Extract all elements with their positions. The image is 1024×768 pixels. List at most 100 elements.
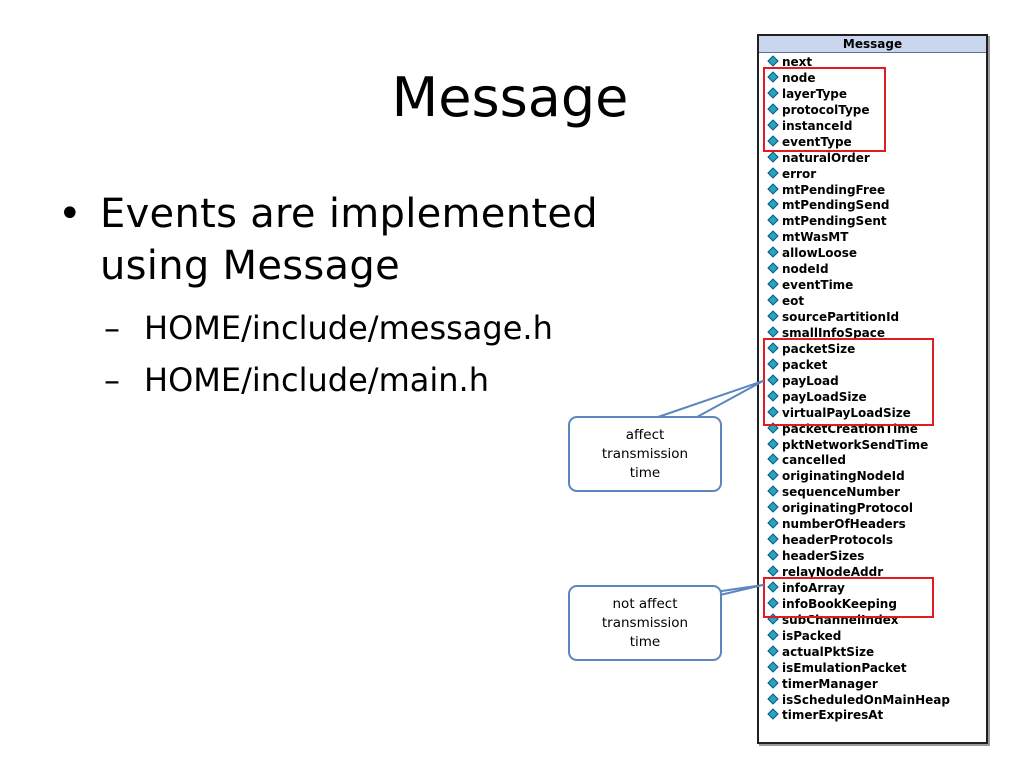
attribute-name: originatingNodeId bbox=[782, 469, 905, 484]
uml-attribute: node bbox=[767, 70, 986, 86]
attribute-name: smallInfoSpace bbox=[782, 325, 886, 340]
uml-attribute: infoArray bbox=[767, 580, 986, 596]
sub-bullet-marker: – bbox=[104, 361, 120, 399]
uml-attribute: cancelled bbox=[767, 452, 986, 468]
sub-bullet-text: HOME/include/message.h bbox=[144, 309, 553, 347]
uml-class-name: Message bbox=[759, 36, 986, 53]
attribute-name: infoBookKeeping bbox=[782, 596, 897, 611]
uml-attribute: protocolType bbox=[767, 102, 986, 118]
attribute-name: payLoad bbox=[782, 373, 839, 388]
uml-attribute: mtPendingSent bbox=[767, 213, 986, 229]
attribute-name: naturalOrder bbox=[782, 150, 870, 165]
callout-not-affect-transmission: not affect transmission time bbox=[568, 585, 722, 661]
uml-attribute: numberOfHeaders bbox=[767, 516, 986, 532]
uml-attribute: actualPktSize bbox=[767, 644, 986, 660]
attribute-name: numberOfHeaders bbox=[782, 517, 906, 532]
uml-attribute: virtualPayLoadSize bbox=[767, 405, 986, 421]
uml-attribute: mtWasMT bbox=[767, 229, 986, 245]
uml-attribute: mtPendingSend bbox=[767, 197, 986, 213]
attribute-name: timerExpiresAt bbox=[782, 708, 884, 723]
highlight-box-identity bbox=[763, 67, 886, 152]
uml-attribute: packet bbox=[767, 357, 986, 373]
bullet-marker: • bbox=[58, 191, 82, 237]
attribute-name: node bbox=[782, 70, 816, 85]
attribute-name: sourcePartitionId bbox=[782, 310, 900, 324]
sub-bullet-list: – HOME/include/message.h – HOME/include/… bbox=[58, 302, 638, 406]
attribute-name: nodeId bbox=[782, 262, 829, 277]
uml-attribute: packetSize bbox=[767, 341, 986, 357]
uml-attribute: isEmulationPacket bbox=[767, 660, 986, 676]
attribute-name: actualPktSize bbox=[782, 644, 875, 659]
attribute-name: packetSize bbox=[782, 341, 856, 356]
attribute-name: mtWasMT bbox=[782, 230, 849, 245]
uml-attribute: sequenceNumber bbox=[767, 484, 986, 500]
attribute-name: mtPendingFree bbox=[782, 182, 886, 197]
attribute-name: isScheduledOnMainHeap bbox=[782, 692, 950, 707]
uml-attribute: eventType bbox=[767, 134, 986, 150]
uml-attribute: isPacked bbox=[767, 628, 986, 644]
attribute-name: error bbox=[782, 166, 817, 181]
uml-attribute: eot bbox=[767, 293, 986, 309]
attribute-name: allowLoose bbox=[782, 246, 858, 261]
attribute-name: eventTime bbox=[782, 278, 854, 293]
bullet-text: Events are implemented using Message bbox=[100, 191, 598, 289]
uml-attribute: naturalOrder bbox=[767, 150, 986, 166]
sub-bullet-message-h: – HOME/include/message.h bbox=[104, 302, 638, 354]
slide-title: Message bbox=[391, 66, 629, 129]
callout-text: affect transmission time bbox=[601, 426, 689, 481]
uml-attribute: pktNetworkSendTime bbox=[767, 437, 986, 453]
uml-attribute: headerProtocols bbox=[767, 532, 986, 548]
attribute-name: sequenceNumber bbox=[782, 485, 901, 500]
attribute-name: next bbox=[782, 55, 813, 69]
uml-attribute: smallInfoSpace bbox=[767, 325, 986, 341]
uml-attribute: originatingProtocol bbox=[767, 500, 986, 516]
uml-attribute: timerExpiresAt bbox=[767, 707, 986, 723]
attribute-name: packet bbox=[782, 357, 828, 372]
attribute-name: headerSizes bbox=[782, 549, 865, 564]
sub-bullet-marker: – bbox=[104, 309, 120, 347]
uml-attribute: payLoad bbox=[767, 373, 986, 389]
uml-attribute: originatingNodeId bbox=[767, 468, 986, 484]
attribute-name: mtPendingSent bbox=[782, 214, 887, 229]
uml-attribute: timerManager bbox=[767, 676, 986, 692]
attribute-name: headerProtocols bbox=[782, 533, 893, 548]
uml-attribute: headerSizes bbox=[767, 548, 986, 564]
uml-attribute: sourcePartitionId bbox=[767, 309, 986, 325]
attribute-name: eot bbox=[782, 294, 805, 309]
attribute-name: isEmulationPacket bbox=[782, 660, 907, 675]
uml-attribute: instanceId bbox=[767, 118, 986, 134]
uml-attribute: payLoadSize bbox=[767, 389, 986, 405]
uml-attribute: layerType bbox=[767, 86, 986, 102]
attribute-name: layerType bbox=[782, 86, 848, 101]
sub-bullet-main-h: – HOME/include/main.h bbox=[104, 354, 638, 406]
uml-attribute: mtPendingFree bbox=[767, 182, 986, 198]
attribute-name: infoArray bbox=[782, 580, 845, 595]
uml-attribute: error bbox=[767, 166, 986, 182]
uml-attribute: next bbox=[767, 54, 986, 70]
uml-attribute: nodeId bbox=[767, 261, 986, 277]
attribute-name: cancelled bbox=[782, 453, 846, 468]
attribute-name: virtualPayLoadSize bbox=[782, 405, 911, 420]
sub-bullet-text: HOME/include/main.h bbox=[144, 361, 489, 399]
attribute-name: timerManager bbox=[782, 676, 878, 691]
attribute-name: relayNodeAddr bbox=[782, 565, 884, 579]
uml-attribute: isScheduledOnMainHeap bbox=[767, 692, 986, 708]
attribute-name: originatingProtocol bbox=[782, 501, 914, 516]
bullet-item: • Events are implemented using Message bbox=[58, 188, 638, 292]
attribute-name: isPacked bbox=[782, 628, 842, 643]
callout-affect-transmission: affect transmission time bbox=[568, 416, 722, 492]
callout-text: not affect transmission time bbox=[601, 595, 689, 650]
highlight-box-packet bbox=[763, 338, 934, 426]
attribute-name: protocolType bbox=[782, 102, 870, 117]
bullet-list: • Events are implemented using Message –… bbox=[58, 188, 638, 406]
attribute-name: payLoadSize bbox=[782, 389, 867, 404]
attribute-name: eventType bbox=[782, 134, 852, 149]
attribute-name: mtPendingSend bbox=[782, 198, 890, 213]
attribute-name: pktNetworkSendTime bbox=[782, 437, 929, 452]
highlight-box-info bbox=[763, 577, 934, 618]
uml-attribute: eventTime bbox=[767, 277, 986, 293]
uml-attribute: infoBookKeeping bbox=[767, 596, 986, 612]
